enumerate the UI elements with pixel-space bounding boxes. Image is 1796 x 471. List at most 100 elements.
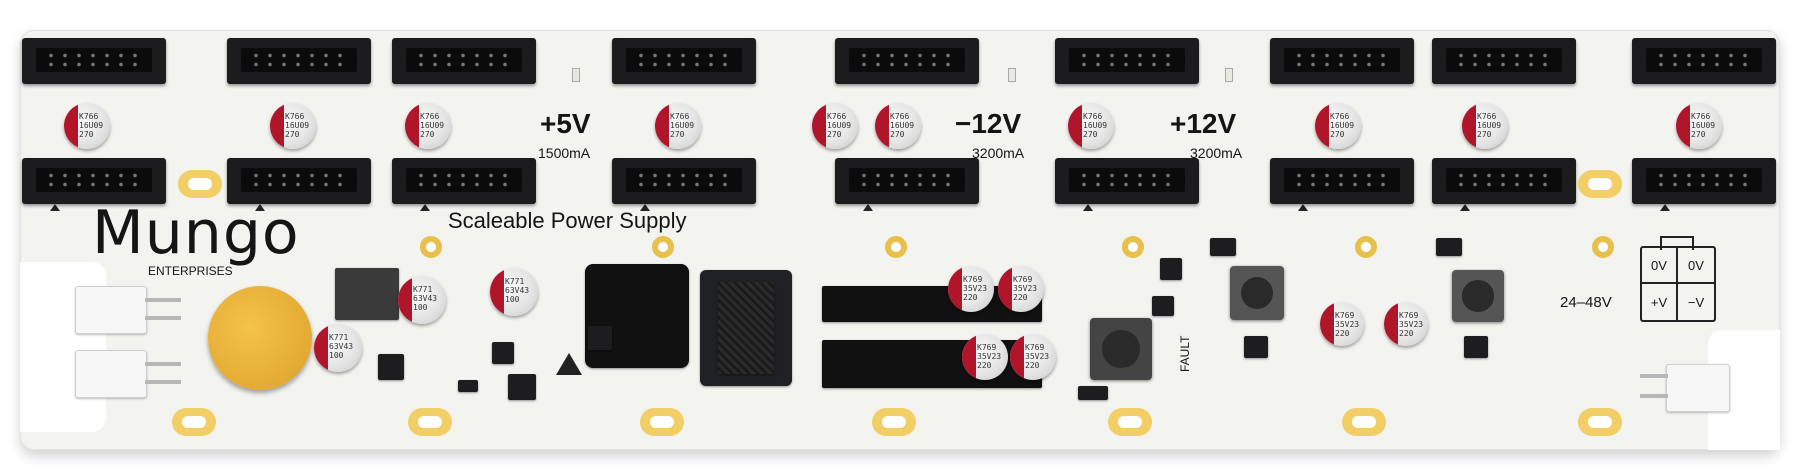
mounting-pad xyxy=(872,408,916,436)
connector-lead xyxy=(145,380,181,384)
output-connector xyxy=(1666,364,1730,412)
via-pad xyxy=(885,236,907,258)
pin1-marker xyxy=(1298,204,1308,211)
connector-lead xyxy=(145,316,181,320)
connector-lead xyxy=(145,298,181,302)
pin1-marker xyxy=(1083,204,1093,211)
ribbon-header xyxy=(1270,158,1414,204)
power-module xyxy=(585,264,689,368)
via-pad xyxy=(1592,236,1614,258)
pin1-marker xyxy=(255,204,265,211)
ribbon-header xyxy=(392,38,536,84)
connector-lead xyxy=(1640,374,1668,378)
ribbon-header xyxy=(22,158,166,204)
indicator-led xyxy=(572,68,580,82)
pinout-cell: 0V xyxy=(1678,248,1714,284)
smd-ic xyxy=(492,342,514,364)
indicator-led xyxy=(1225,68,1233,82)
power-inductor xyxy=(1090,318,1152,380)
connector-lead xyxy=(145,362,181,366)
ribbon-header xyxy=(1055,158,1199,204)
ribbon-header xyxy=(1432,38,1576,84)
indicator-led xyxy=(1008,68,1016,82)
board-title: Scaleable Power Supply xyxy=(448,208,687,233)
input-connector xyxy=(75,350,147,398)
rail-voltage-label: +5V xyxy=(540,108,591,139)
power-inductor xyxy=(335,268,399,320)
smd-regulator xyxy=(508,374,536,400)
ribbon-header xyxy=(392,158,536,204)
mounting-pad xyxy=(1342,408,1386,436)
rail-current-label: 3200mA xyxy=(1190,145,1243,161)
mounting-pad xyxy=(1578,170,1622,198)
rail-current-label: 1500mA xyxy=(538,145,591,161)
smd-component xyxy=(1210,238,1236,256)
input-voltage-label: 24–48V xyxy=(1560,294,1612,311)
pinout-cell: +V xyxy=(1642,284,1678,320)
smd-component xyxy=(458,380,478,392)
ribbon-header xyxy=(612,38,756,84)
connector-pinout-tab xyxy=(1660,236,1694,250)
ribbon-header xyxy=(1632,158,1776,204)
mounting-pad xyxy=(408,408,452,436)
via-pad xyxy=(1122,236,1144,258)
mounting-pad xyxy=(178,170,222,198)
via-pad xyxy=(420,236,442,258)
mounting-pad xyxy=(1108,408,1152,436)
mounting-pad xyxy=(1578,408,1622,436)
smd-component xyxy=(1436,238,1462,256)
rail-voltage-label: −12V xyxy=(955,108,1022,139)
smd-ic xyxy=(1464,336,1488,358)
ribbon-header xyxy=(1632,38,1776,84)
smd-component xyxy=(1078,386,1108,400)
varistor xyxy=(208,286,312,390)
via-pad xyxy=(652,236,674,258)
pin1-marker xyxy=(1660,204,1670,211)
ribbon-header xyxy=(227,38,371,84)
smd-ic xyxy=(588,326,612,350)
ribbon-header xyxy=(1270,38,1414,84)
ribbon-header xyxy=(1432,158,1576,204)
connector-lead xyxy=(1640,394,1668,398)
power-inductor xyxy=(1452,270,1504,322)
smd-ic xyxy=(1152,296,1174,316)
module-label xyxy=(718,282,774,374)
smd-ic xyxy=(378,354,404,380)
ribbon-header xyxy=(835,158,979,204)
ribbon-header xyxy=(835,38,979,84)
pinout-cell: 0V xyxy=(1642,248,1678,284)
fault-label: FAULT xyxy=(1178,335,1192,372)
pinout-cell: −V xyxy=(1687,294,1705,310)
smd-ic xyxy=(1244,336,1268,358)
rail-voltage-label: +12V xyxy=(1170,108,1237,139)
mounting-pad xyxy=(640,408,684,436)
pin1-marker xyxy=(1460,204,1470,211)
connector-pinout: 0V 0V +V −V xyxy=(1640,246,1716,322)
ribbon-header xyxy=(227,158,371,204)
brand-subtitle: ENTERPRISES xyxy=(148,264,233,278)
pin1-marker xyxy=(640,204,650,211)
hot-warning-icon xyxy=(556,353,582,375)
via-pad xyxy=(1355,236,1377,258)
ribbon-header xyxy=(612,158,756,204)
rail-current-label: 3200mA xyxy=(972,145,1025,161)
brand-logo-text: Mungo xyxy=(92,198,300,268)
filter-strip xyxy=(822,340,1042,388)
